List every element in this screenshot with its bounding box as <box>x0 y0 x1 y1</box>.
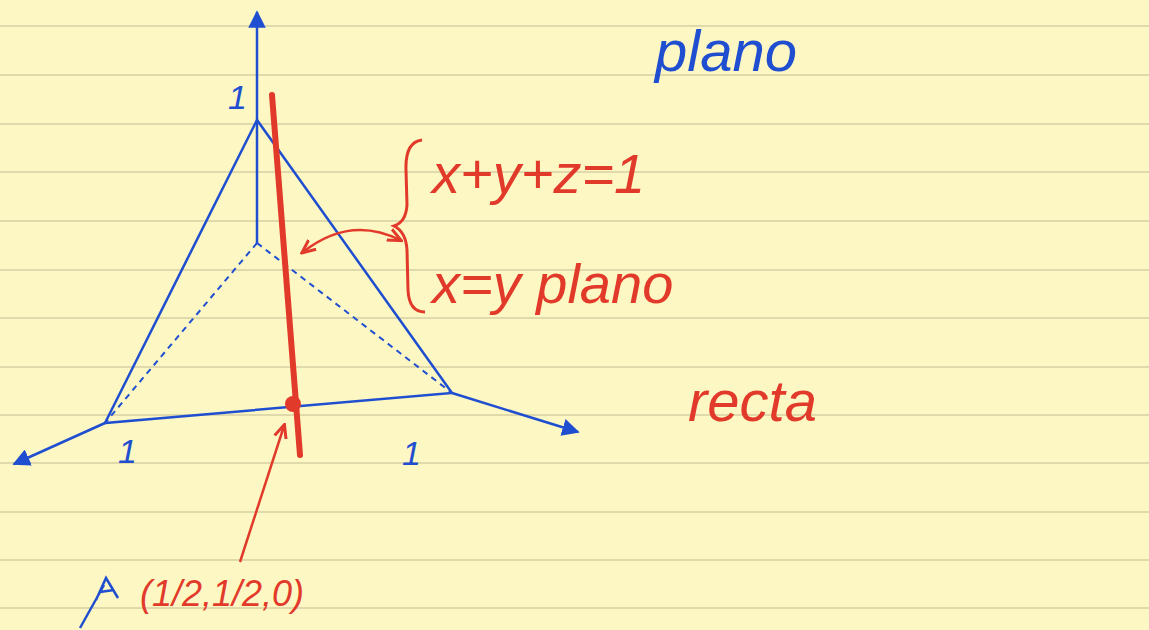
double-arrow <box>303 230 400 252</box>
axis-tick-label: 1 <box>228 80 247 114</box>
ruled-lines <box>0 26 1149 608</box>
point-coordinates: (1/2,1/2,0) <box>140 576 304 612</box>
plane-equation: x+y+z=1 <box>432 146 645 202</box>
point-dot <box>285 396 301 412</box>
plane-equation: x=y plano <box>432 256 673 312</box>
brace <box>394 140 425 312</box>
plane-note: plano <box>655 22 797 80</box>
scribble-arrow <box>80 578 118 628</box>
pointer-arrow <box>240 426 284 562</box>
axis-tick-label: 1 <box>402 436 421 470</box>
axes <box>14 12 578 464</box>
axis-tick-label: 1 <box>118 434 137 468</box>
line-note: recta <box>688 372 817 430</box>
intersection-line <box>272 95 300 455</box>
